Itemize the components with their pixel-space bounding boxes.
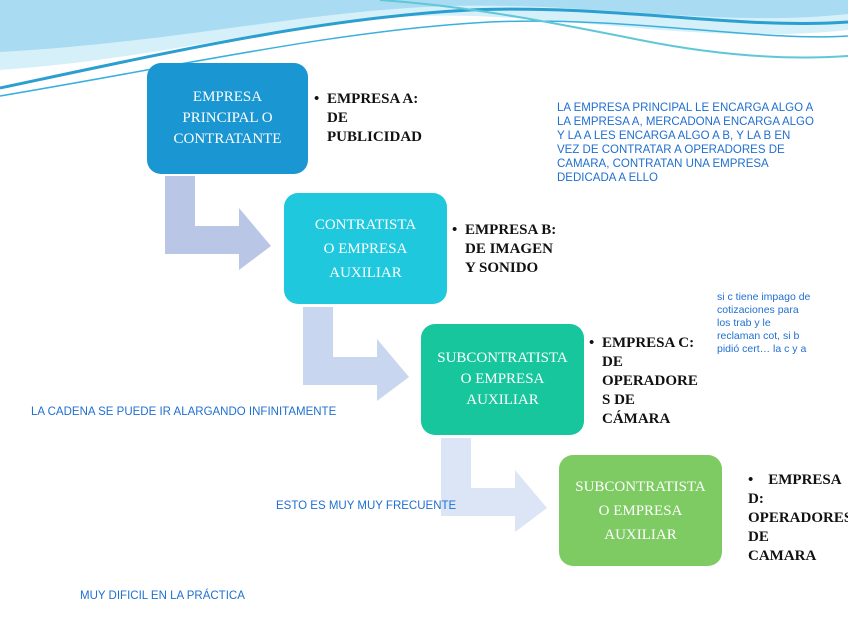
bullet-d-line-4: DE [748,529,769,545]
note-impago-line-2: cotizaciones para [717,304,799,316]
decorative-wave-banner [0,0,848,97]
arrow-2 [303,307,409,401]
bullet-d-line-5: CAMARA [748,548,817,564]
bullet-c-line-2: DE [602,354,623,370]
box-3-line-1: SUBCONTRATISTA [437,350,568,366]
wave-mid-band [0,0,848,52]
bullet-a-line-2: DE [327,110,348,126]
note-impago-line-1: si c tiene impago de [717,291,811,303]
note-dificil: MUY DIFICIL EN LA PRÁCTICA [80,590,245,602]
box-1-line-3: CONTRATANTE [173,131,282,147]
box-2-line-3: AUXILIAR [329,264,402,281]
arrow-1 [165,176,271,270]
bullet-a-line-1: EMPRESA A: [327,91,419,107]
box-4-line-3: AUXILIAR [604,526,677,543]
bullet-empresa-a: • EMPRESA A: DE PUBLICIDAD [314,90,423,147]
bullet-c-line-4: S DE [602,392,635,408]
bullet-dot: • [589,335,595,351]
note-impago-line-5: pidió cert… la c y a [717,343,807,355]
box-1-line-2: PRINCIPAL O [182,110,273,126]
box-subcontratista-2: SUBCONTRATISTA O EMPRESA AUXILIAR [559,455,722,566]
bullet-a-line-3: PUBLICIDAD [327,129,423,145]
note-frecuente: ESTO ES MUY MUY FRECUENTE [276,500,457,512]
note-principal-line-5: CAMARA, CONTRATAN UNA EMPRESA [557,158,769,170]
bullet-b-line-2: DE IMAGEN [465,241,553,257]
box-subcontratista-1: SUBCONTRATISTA O EMPRESA AUXILIAR [421,324,584,435]
arrow-3-shape [441,438,547,532]
note-cadena: LA CADENA SE PUEDE IR ALARGANDO INFINITA… [31,406,337,418]
note-impago-line-3: los trab y le [717,317,771,329]
arrow-2-shape [303,307,409,401]
bullet-b-line-1: EMPRESA B: [465,222,557,238]
arrow-1-shape [165,176,271,270]
note-principal-line-6: DEDICADA A ELLO [557,172,658,184]
bullet-d-line-3: OPERADORES [748,510,848,526]
bullet-empresa-c: • EMPRESA C: DE OPERADORE S DE CÁMARA [589,334,698,429]
bullet-dot: • [314,91,320,107]
note-principal-line-1: LA EMPRESA PRINCIPAL LE ENCARGA ALGO A [557,102,814,114]
box-3-line-2: O EMPRESA [460,371,545,387]
bullet-d-line-1: • EMPRESA [748,471,848,490]
bullet-empresa-b: • EMPRESA B: DE IMAGEN Y SONIDO [452,221,557,278]
note-principal-line-3: Y LA A LES ENCARGA ALGO A B, Y LA B EN [557,130,791,142]
bullet-dot: • [748,472,754,488]
bullet-d-line-1-text: EMPRESA [768,472,842,488]
box-1-line-1: EMPRESA [192,89,263,105]
box-4-line-2: O EMPRESA [598,502,683,519]
box-empresa-principal: EMPRESA PRINCIPAL O CONTRATANTE [147,63,308,174]
note-principal-line-4: VEZ DE CONTRATAR A OPERADORES DE [557,144,785,156]
bullet-c-line-3: OPERADORE [602,373,698,389]
bullet-empresa-d: • EMPRESA D: OPERADORES DE CAMARA [748,471,848,566]
bullet-d-line-2: D: [748,491,764,507]
box-contratista: CONTRATISTA O EMPRESA AUXILIAR [284,193,447,304]
note-impago: si c tiene impago de cotizaciones para l… [717,291,842,356]
note-empresa-principal: LA EMPRESA PRINCIPAL LE ENCARGA ALGO A L… [557,101,842,185]
box-4-line-1: SUBCONTRATISTA [575,478,706,495]
arrow-3 [441,438,547,532]
box-2-line-2: O EMPRESA [323,240,408,257]
box-3-line-3: AUXILIAR [466,392,539,408]
box-2-line-1: CONTRATISTA [314,216,417,233]
note-principal-line-2: LA EMPRESA A, MERCADONA ENCARGA ALGO [557,116,814,128]
bullet-dot: • [452,222,458,238]
bullet-b-line-3: Y SONIDO [465,260,539,276]
wave-teal-line [379,0,848,59]
bullet-c-line-1: EMPRESA C: [602,335,695,351]
note-impago-line-4: reclaman cot, si b [717,330,800,342]
bullet-c-line-5: CÁMARA [602,411,671,427]
